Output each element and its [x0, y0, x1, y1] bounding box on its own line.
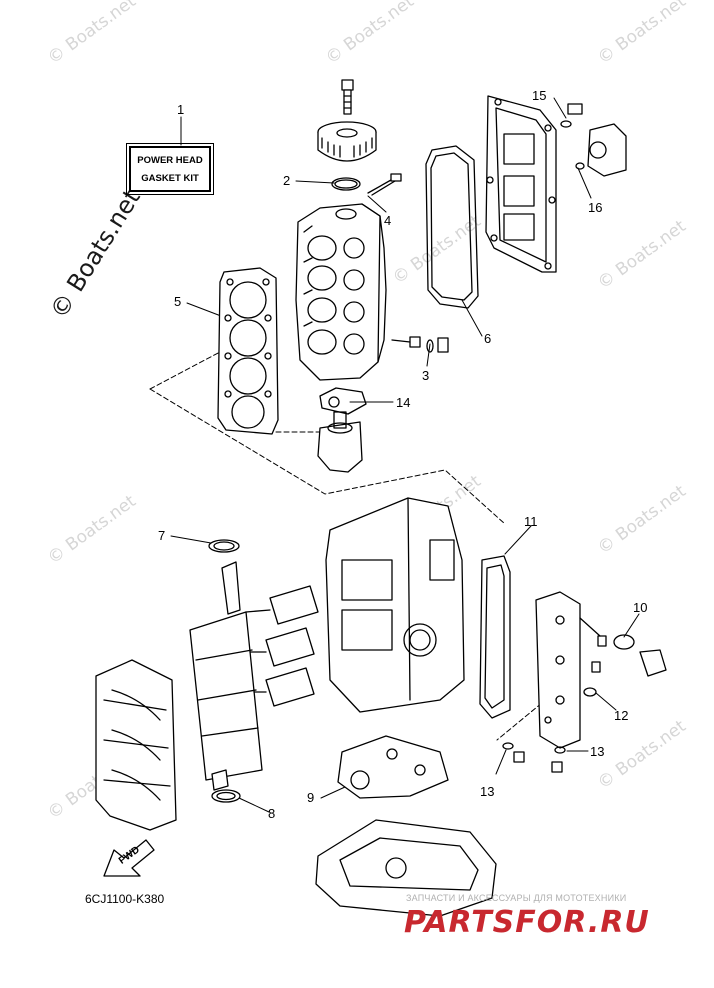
cylinder-head [295, 203, 387, 381]
callout-5: 5 [174, 294, 182, 309]
callout-8: 8 [268, 806, 276, 821]
sensor-part [560, 103, 583, 128]
gasket-11 [479, 555, 511, 719]
exhaust-plate [535, 591, 601, 749]
thermostat-housing [575, 123, 627, 177]
leader-lines [170, 97, 640, 813]
site-subtitle: ЗАПЧАСТИ И АКСЕССУАРЫ ДЛЯ МОТОТЕХНИКИ [406, 893, 627, 903]
gasket-kit-label-line2: GASKET KIT [141, 173, 199, 184]
thermostat-10 [591, 634, 667, 677]
callout-12: 12 [614, 708, 629, 723]
o-ring-2 [331, 177, 361, 191]
drawing-code: 6CJ1100-K380 [85, 892, 165, 906]
gasket-9 [337, 735, 449, 799]
callout-16: 16 [588, 200, 603, 215]
callout-10: 10 [633, 600, 648, 615]
callout-15: 15 [532, 88, 547, 103]
callout-11: 11 [524, 514, 538, 529]
callout-1: 1 [177, 102, 185, 117]
screw-part-4 [367, 173, 402, 196]
head-cover-gasket [425, 145, 479, 309]
pistons [245, 585, 319, 707]
callout-7: 7 [158, 528, 166, 543]
callout-3: 3 [422, 368, 430, 383]
o-rings-12-13 [502, 687, 597, 773]
callout-9: 9 [307, 790, 315, 805]
site-logo[interactable]: PARTSFOR.RU [404, 905, 650, 940]
water-pump-base [317, 411, 363, 473]
crankshaft [189, 561, 263, 791]
callout-6: 6 [484, 331, 492, 346]
crankcase [325, 497, 465, 713]
head-gasket [217, 267, 279, 435]
callout-13-right: 13 [590, 744, 605, 759]
bolt-part [341, 79, 354, 115]
fwd-arrow-icon [103, 839, 155, 877]
oil-seal-7 [208, 539, 240, 553]
callout-14: 14 [396, 395, 411, 410]
callout-4: 4 [384, 213, 392, 228]
callout-13-left: 13 [480, 784, 495, 799]
gasket-kit-label-line1: POWER HEAD [137, 155, 203, 166]
callout-2: 2 [283, 173, 291, 188]
oil-seal-8 [211, 789, 241, 803]
screw-washer-3 [391, 336, 449, 353]
pulley-part [317, 121, 377, 162]
gasket-14 [319, 387, 367, 415]
gasket-kit-label: POWER HEAD GASKET KIT [126, 143, 214, 195]
lower-case [315, 819, 497, 917]
exhaust-cover [485, 95, 557, 273]
intake-manifold [95, 659, 177, 831]
